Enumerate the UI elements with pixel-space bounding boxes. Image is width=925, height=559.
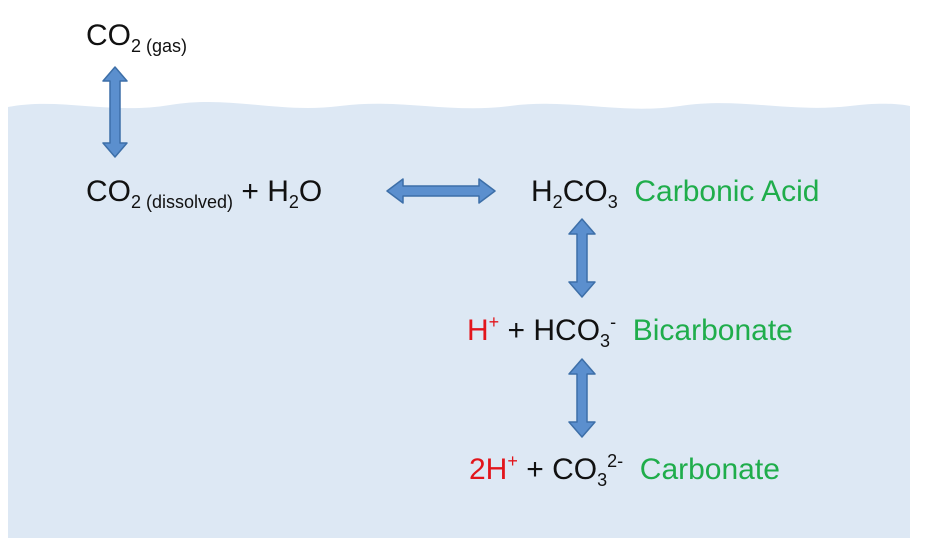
co2-gas-formula: CO	[86, 19, 131, 52]
carbonic-acid-h: H	[531, 175, 553, 208]
water-formula-tail: O	[298, 175, 323, 208]
water-subscript: 2	[288, 192, 299, 212]
water-surface	[8, 102, 910, 538]
bicarbonate-formula: + HCO	[499, 314, 601, 347]
carbonic-acid-sub2: 3	[607, 192, 618, 212]
bicarbonate-charge: -	[610, 312, 617, 332]
water-formula: + H	[233, 175, 289, 208]
co2-dissolved-subscript: 2 (dissolved)	[131, 192, 234, 212]
co2-gas-subscript: 2 (gas)	[131, 36, 188, 56]
carbonic-acid-co: CO	[562, 175, 608, 208]
bicarbonate-carbonate-arrow	[568, 358, 596, 438]
hydrogen-ion: H	[467, 314, 489, 347]
carbonic-acid-name: Carbonic Acid	[634, 175, 820, 208]
carbonate-formula: + CO	[517, 453, 598, 486]
co2-gas-label: CO2 (gas)	[86, 19, 187, 56]
co2-dissolved-formula: CO	[86, 175, 131, 208]
carbonate-name: Carbonate	[639, 453, 780, 486]
carbonic-acid-row: H2CO3 Carbonic Acid	[531, 175, 820, 212]
hydrogen-ion-charge: +	[488, 312, 500, 332]
acid-bicarbonate-arrow	[568, 218, 596, 298]
co2-dissolved-equation: CO2 (dissolved) + H2O	[86, 175, 323, 212]
hydration-arrow	[386, 178, 496, 204]
bicarbonate-subscript: 3	[600, 331, 611, 351]
two-hydrogen-ions: 2H	[469, 453, 508, 486]
bicarbonate-name: Bicarbonate	[632, 314, 793, 347]
carbonate-charge: 2-	[607, 451, 624, 471]
carbonic-acid-sub1: 2	[552, 192, 563, 212]
bicarbonate-row: H+ + HCO3- Bicarbonate	[467, 313, 793, 350]
carbonate-subscript: 3	[597, 470, 608, 490]
two-hydrogen-ions-charge: +	[507, 451, 518, 471]
gas-dissolved-arrow	[102, 66, 128, 158]
carbonate-row: 2H+ + CO32- Carbonate	[469, 452, 780, 489]
